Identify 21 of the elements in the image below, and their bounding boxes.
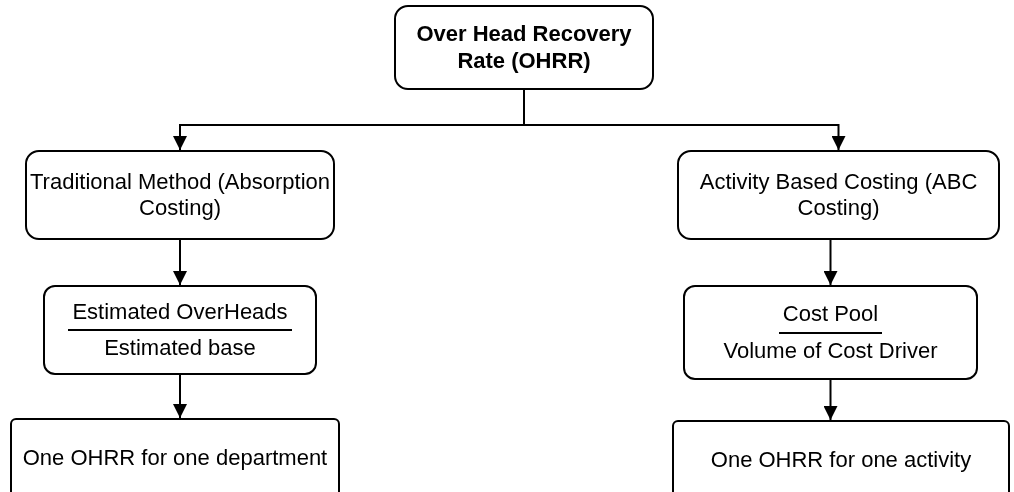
node-label: One OHRR for one department (22, 444, 328, 472)
arrow (523, 89, 846, 151)
process-box (672, 420, 1010, 492)
node-label: One OHRR for one activity (710, 446, 972, 474)
fraction-numerator: Cost Pool (778, 301, 883, 334)
process-box (25, 150, 335, 240)
fraction-denominator: Estimated base (104, 335, 256, 362)
arrow (173, 374, 187, 419)
process-box (677, 150, 1000, 240)
arrow (823, 239, 838, 286)
node-label: Over Head Recovery Rate (OHRR) (415, 21, 633, 74)
process-box (394, 5, 654, 90)
process-box (683, 285, 978, 380)
node-label: Activity Based Costing (ABC Costing) (698, 168, 979, 222)
process-box (10, 418, 340, 492)
arrow (823, 379, 838, 421)
fraction-numerator: Estimated OverHeads (68, 298, 292, 331)
process-box (43, 285, 317, 375)
node-label: Traditional Method (Absorption Costing) (29, 168, 331, 222)
fraction-denominator: Volume of Cost Driver (723, 337, 938, 364)
arrow (173, 239, 187, 286)
